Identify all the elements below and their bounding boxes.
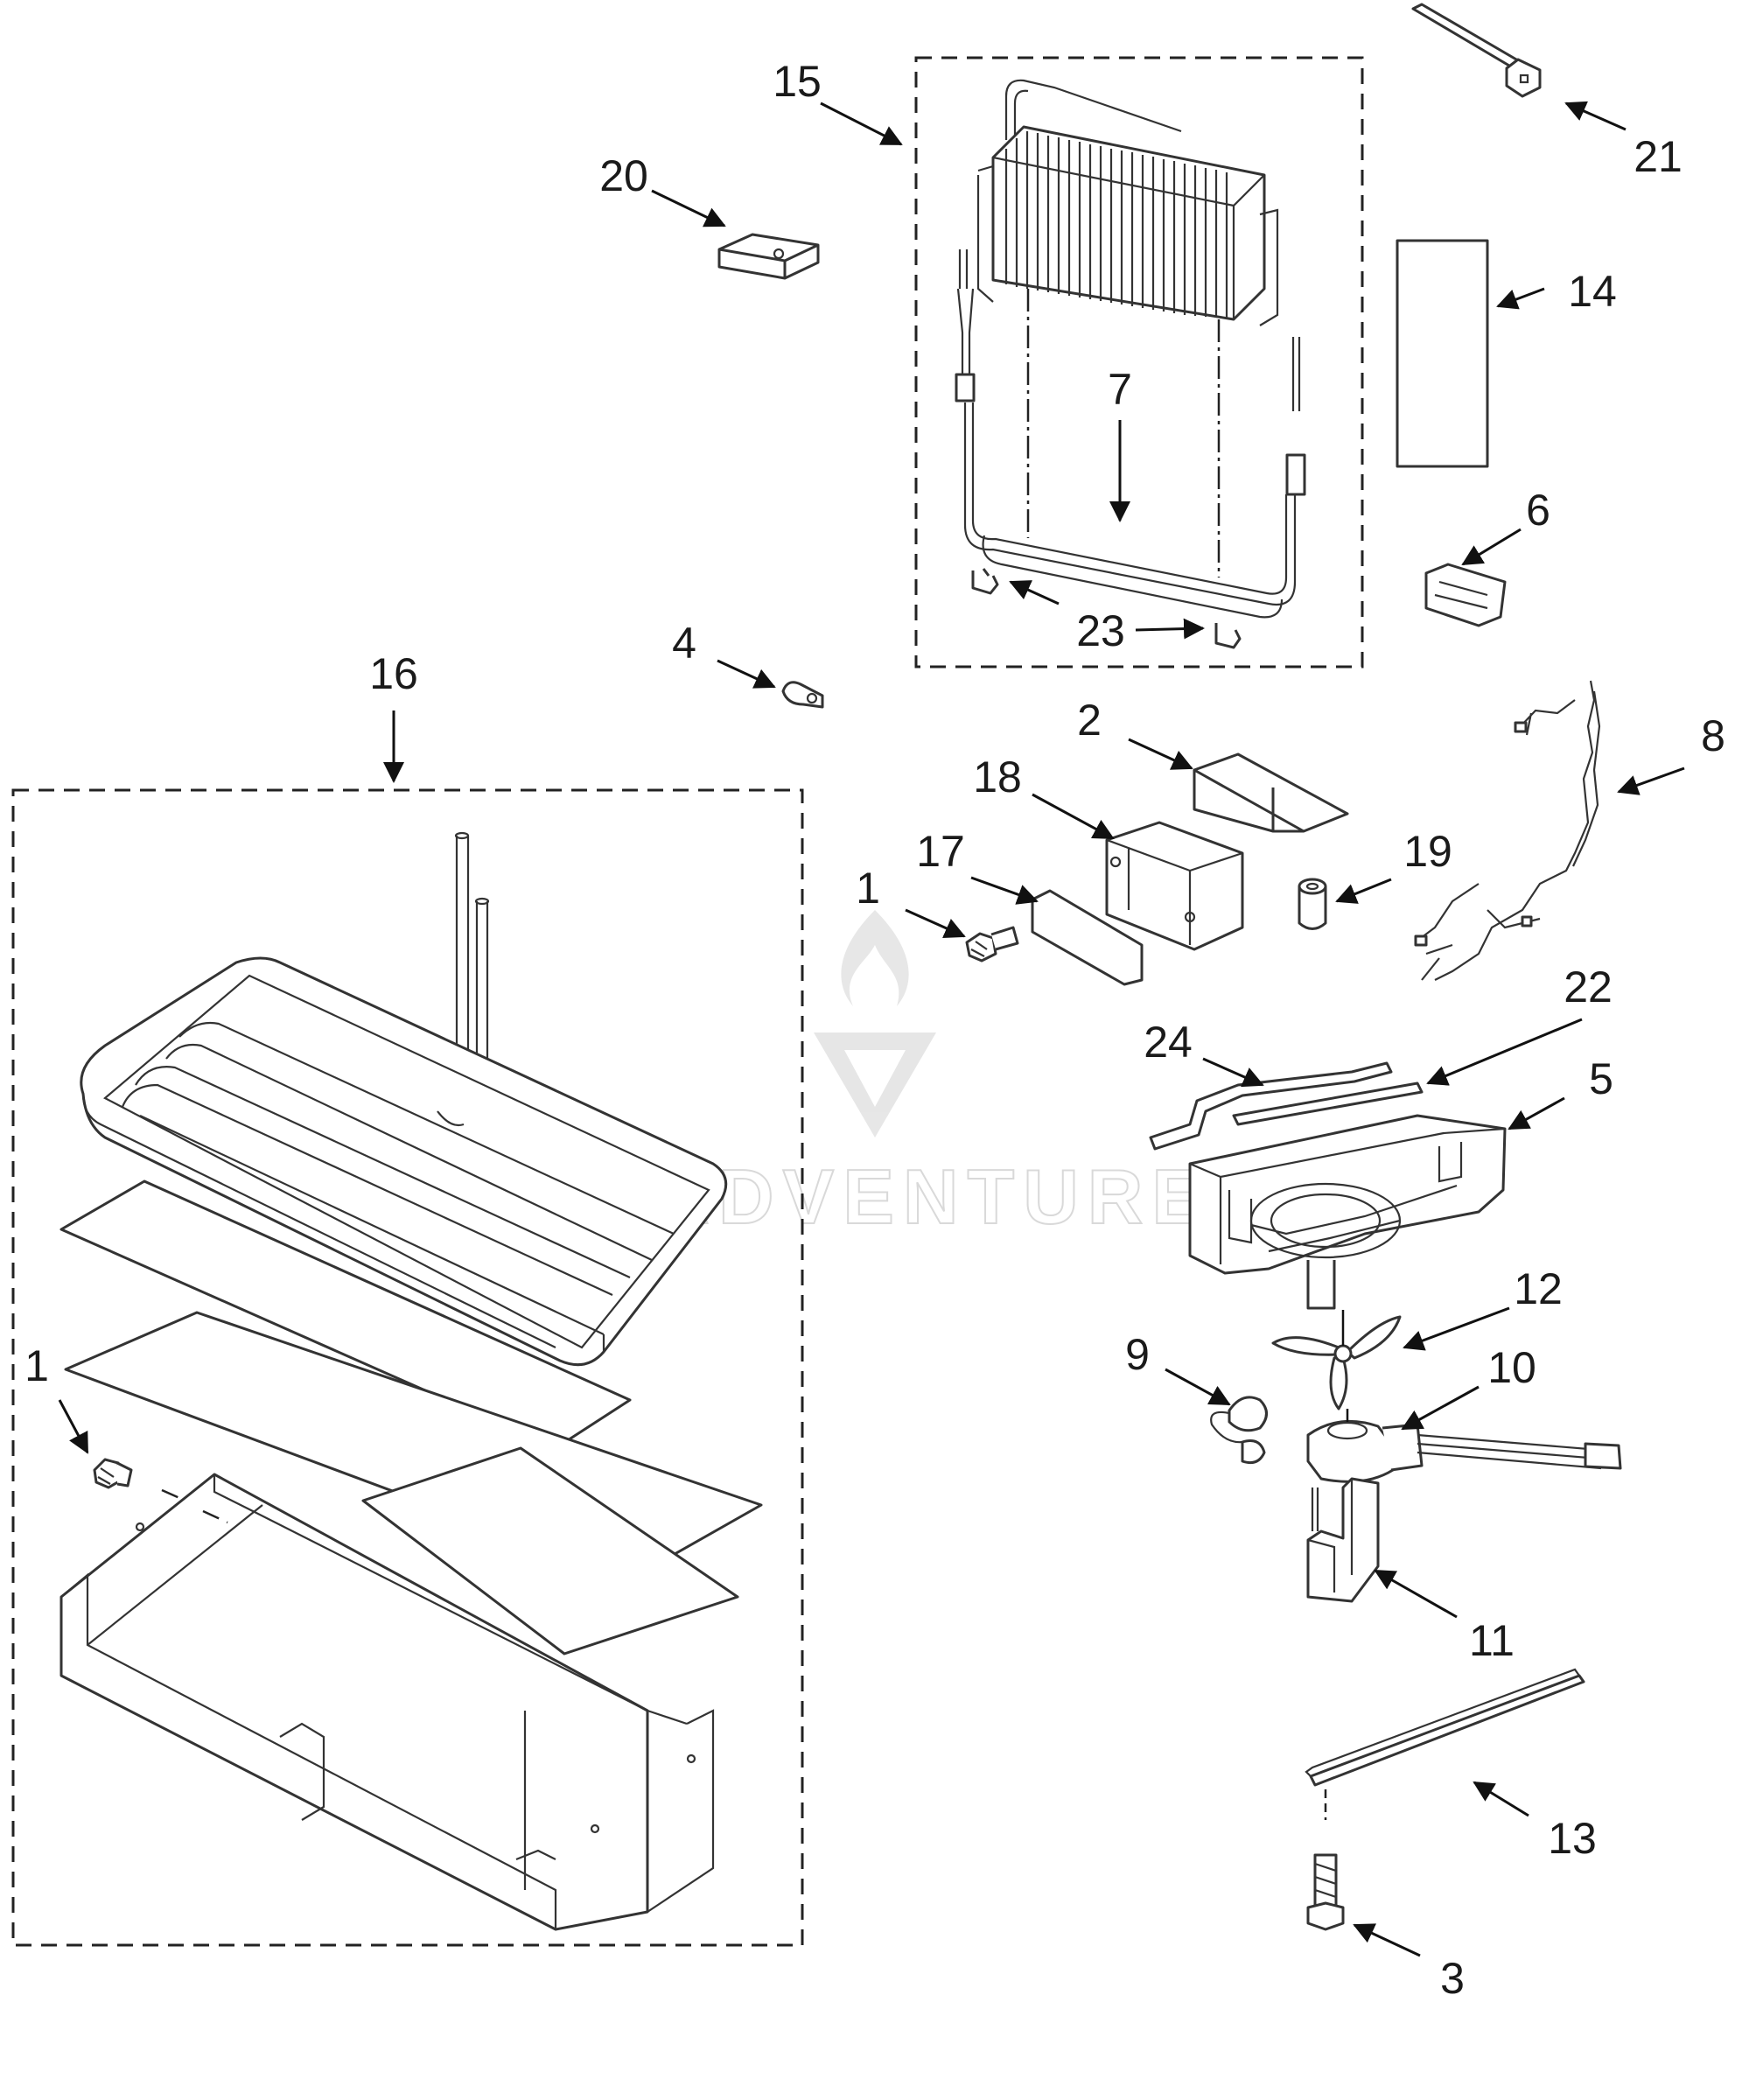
callout-17: 17: [916, 827, 965, 876]
screw-part-1-lower: [93, 1458, 133, 1489]
callout-18: 18: [973, 752, 1022, 802]
callout-11: 11: [1469, 1616, 1515, 1665]
baffle-part-2: [1193, 752, 1349, 833]
callout-23: 23: [1076, 606, 1125, 655]
motor-bracket-part-11: [1306, 1477, 1380, 1603]
callout-12: 12: [1514, 1264, 1563, 1313]
callout-20: 20: [599, 151, 648, 200]
clip-part-23-left: [971, 568, 999, 595]
evaporator-fins: [1004, 131, 1228, 318]
screw-part-1-upper: [965, 926, 1019, 962]
callout-19: 19: [1403, 827, 1452, 876]
callout-9: 9: [1125, 1330, 1150, 1379]
callout-22: 22: [1564, 962, 1613, 1012]
callout-8: 8: [1701, 711, 1725, 760]
control-board-part-6: [1424, 563, 1507, 627]
cable-tie-part-21: [1411, 3, 1542, 98]
pad-part-20: [717, 233, 820, 280]
callout-labels: 15 20 21 14 7 6 23 4 16 2 8 18 17 19 1 2…: [24, 57, 1725, 2003]
callout-24: 24: [1144, 1018, 1193, 1067]
callout-1-upper: 1: [856, 864, 880, 913]
callout-3: 3: [1440, 1954, 1465, 2003]
screw-alignment-line: [161, 1488, 228, 1524]
cap-part-19: [1298, 878, 1327, 930]
callout-5: 5: [1589, 1054, 1613, 1103]
callout-16: 16: [369, 649, 418, 698]
drain-pan-heater-part-16: [59, 831, 763, 1931]
clamp-part-4: [781, 681, 824, 709]
strip-part-22: [1232, 1082, 1424, 1126]
clip-part-23-right: [1214, 623, 1242, 649]
callout-4: 4: [672, 619, 696, 668]
wire-harness-part-8: [1414, 680, 1601, 981]
thermistor-part-9: [1210, 1396, 1268, 1465]
screw-part-3: [1306, 1853, 1345, 1931]
bracket-part-18: [1105, 821, 1244, 951]
watermark-logo: [814, 910, 936, 1138]
leader-arrows: [58, 101, 1685, 1957]
callout-14: 14: [1568, 267, 1617, 316]
assembly-15-boundary: [914, 56, 1364, 668]
callout-21: 21: [1634, 132, 1683, 181]
callout-7: 7: [1108, 365, 1132, 414]
callout-15: 15: [773, 57, 822, 106]
callout-13: 13: [1548, 1814, 1597, 1863]
callout-10: 10: [1487, 1343, 1536, 1392]
fan-housing-part-5: [1188, 1114, 1507, 1310]
cover-part-17: [1031, 889, 1144, 986]
gasket-part-24: [1149, 1061, 1393, 1151]
assembly-16-boundary: [11, 788, 804, 1947]
callout-2: 2: [1077, 696, 1102, 745]
insulation-part-14: [1396, 239, 1489, 468]
fan-motor-part-10: [1306, 1409, 1622, 1483]
evaporator-coil-part-15: [955, 79, 1306, 619]
callout-1-lower: 1: [24, 1341, 49, 1390]
fan-blade-part-12: [1271, 1310, 1402, 1410]
callout-6: 6: [1526, 486, 1550, 535]
rail-part-13: [1305, 1668, 1585, 1820]
pad-hole: [773, 248, 785, 260]
